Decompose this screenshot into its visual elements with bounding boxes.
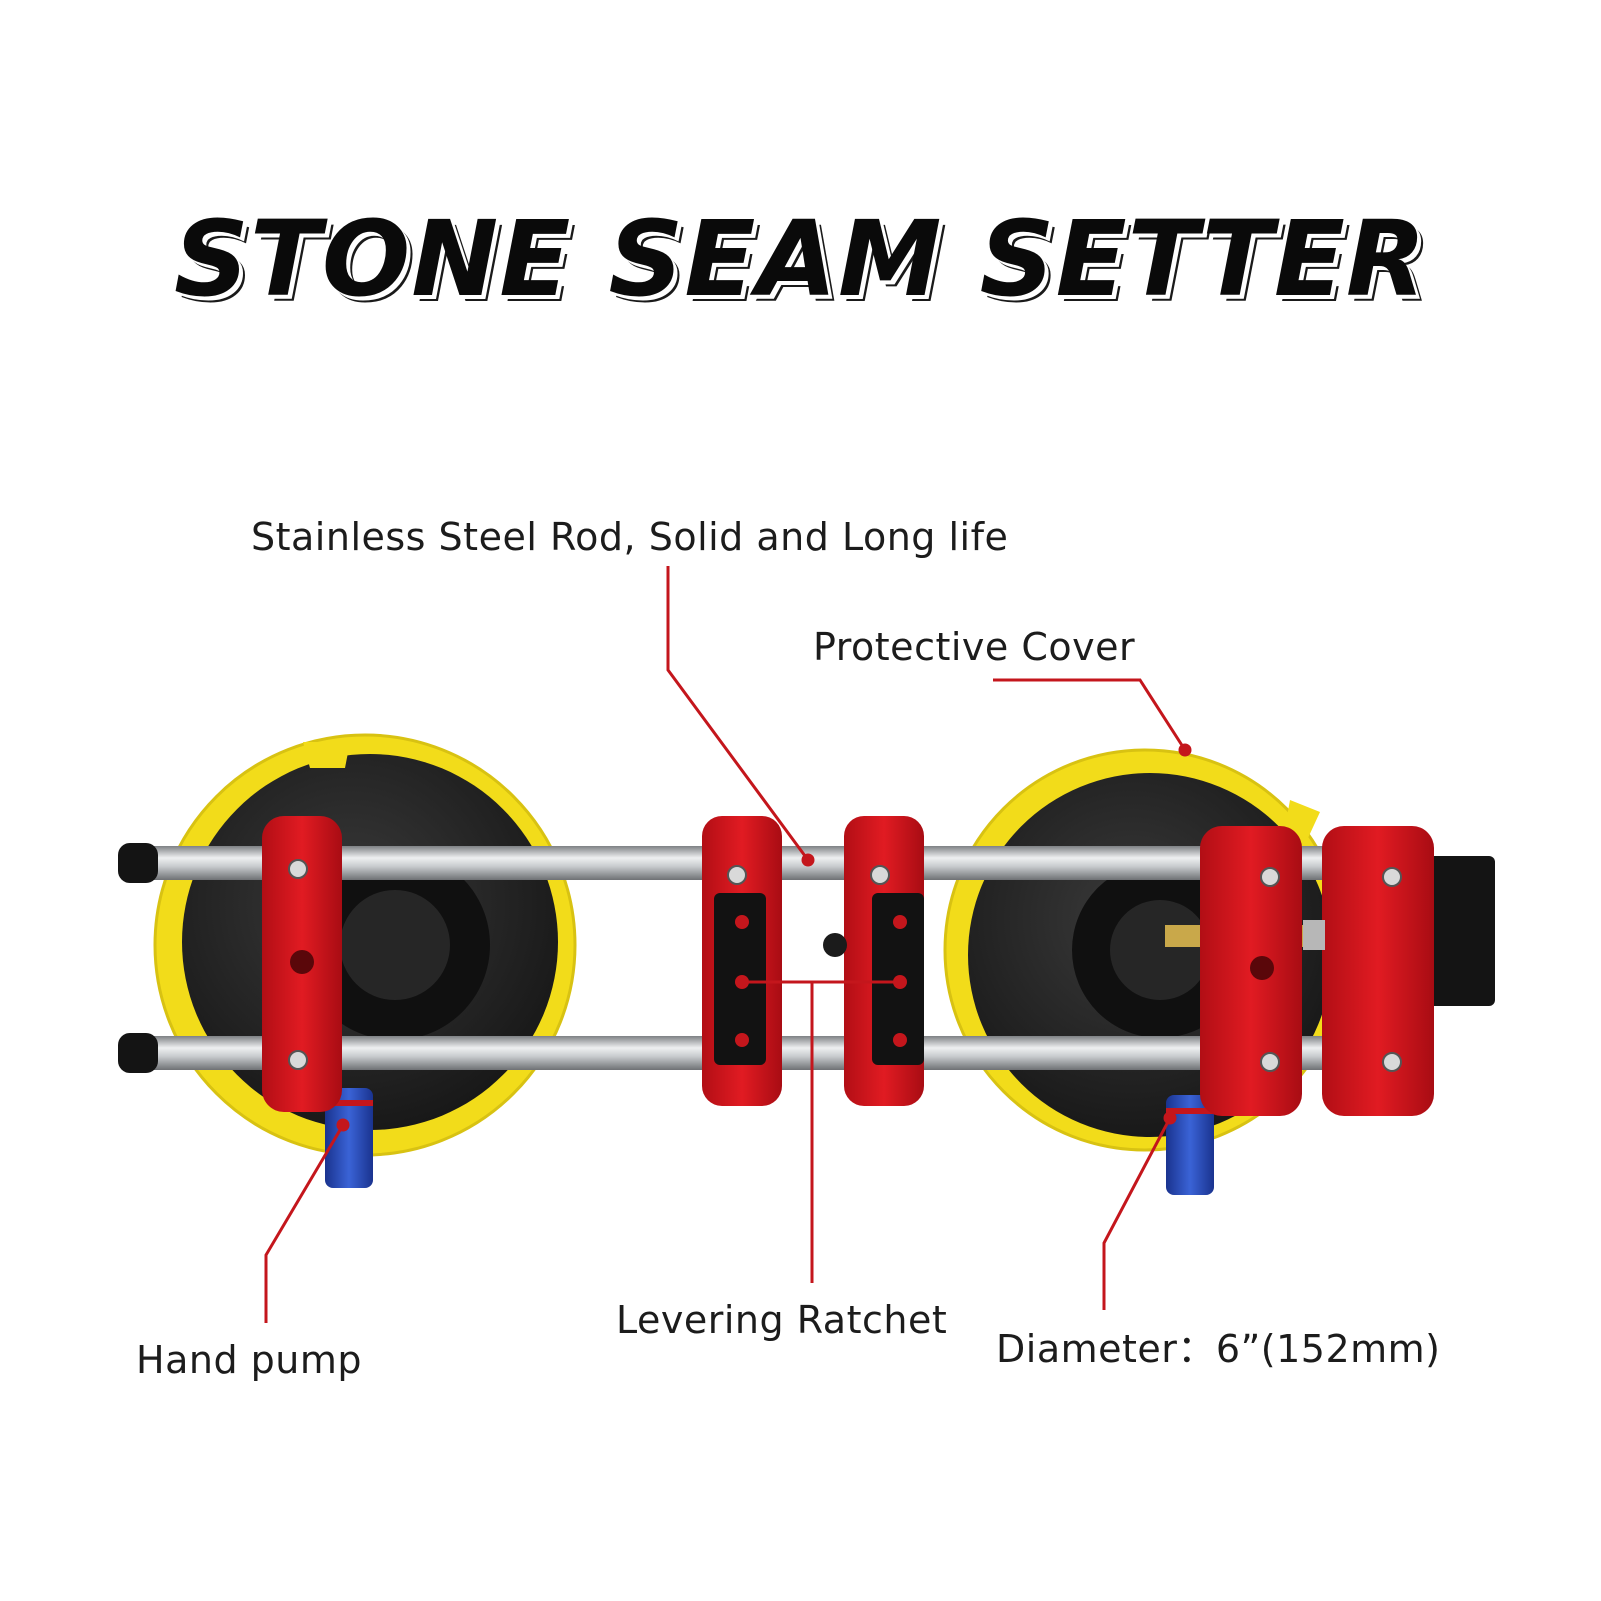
- label-diameter: Diameter：6”(152mm): [996, 1327, 1441, 1371]
- ratchet-block-1: [702, 816, 782, 1106]
- left-red-clamp: [262, 816, 342, 1112]
- cover-leader-dot: [1178, 743, 1192, 757]
- label-protective-cover: Protective Cover: [813, 625, 1136, 669]
- rod-leader-line: [666, 566, 810, 861]
- left-hand-pump: [325, 1088, 373, 1188]
- leader-lines: [264, 566, 1192, 1323]
- label-stainless-steel-rod: Stainless Steel Rod, Solid and Long life: [251, 515, 1009, 559]
- cover-leader-line: [993, 678, 1187, 751]
- pump-leader-dot: [336, 1118, 350, 1132]
- page-title: STONE SEAM SETTER: [173, 198, 1427, 320]
- right-hand-pump: [1166, 1095, 1214, 1195]
- rod-leader-dot: [801, 853, 815, 867]
- label-hand-pump: Hand pump: [136, 1338, 362, 1382]
- ratchet-leader-dot-right: [893, 975, 907, 989]
- ratchet-leader-dot-left: [735, 975, 749, 989]
- pump-leader-line: [264, 1124, 345, 1323]
- diameter-leader-dot: [1163, 1111, 1177, 1125]
- ratchet-block-2: [823, 816, 924, 1106]
- label-levering-ratchet: Levering Ratchet: [616, 1298, 948, 1342]
- right-clamp-assembly: [1165, 826, 1495, 1116]
- diameter-leader-line: [1102, 1117, 1172, 1310]
